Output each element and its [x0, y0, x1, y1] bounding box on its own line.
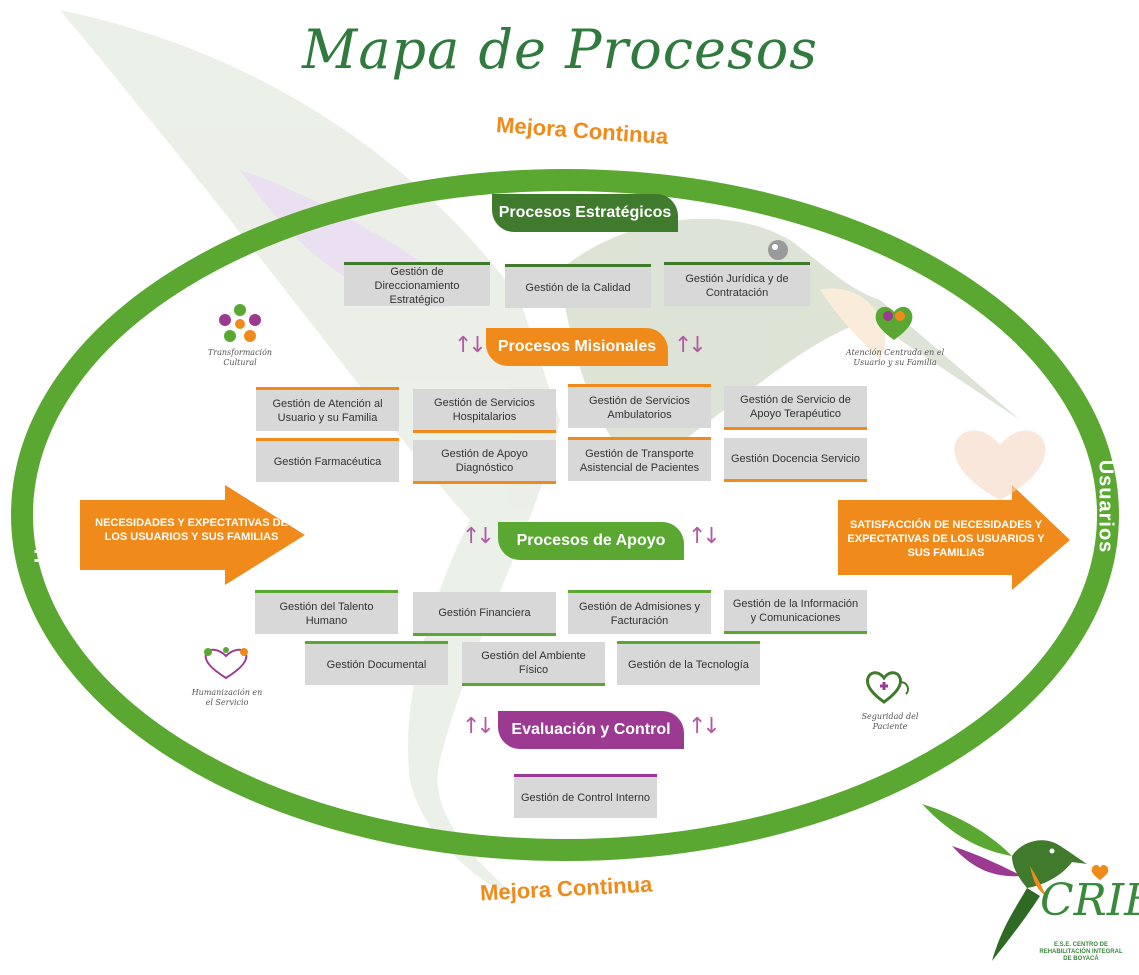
page-title: Mapa de Procesos — [302, 18, 818, 81]
input-arrow-text: NECESIDADES Y EXPECTATIVAS DE LOS USUARI… — [95, 517, 288, 543]
box-apoyo-terapeutico: Gestión de Servicio de Apoyo Terapéutico — [724, 386, 867, 430]
header-procesos-apoyo: Procesos de Apoyo — [498, 522, 684, 560]
box-servicios-ambulatorios: Gestión de Servicios Ambulatorios — [568, 384, 711, 428]
logo-caption-bottom-right: Seguridad del Paciente — [861, 712, 919, 731]
header-procesos-estrategicos: Procesos Estratégicos — [492, 194, 678, 232]
updown-arrows-misionales-right: ↑↓ — [674, 333, 707, 358]
box-admisiones-facturacion: Gestión de Admisiones y Facturación — [568, 590, 711, 634]
logo-caption-top-right: Atención Centrada en el Usuario y su Fam… — [845, 348, 945, 367]
header-procesos-misionales: Procesos Misionales — [486, 328, 668, 366]
hummingbird-brand-icon — [922, 804, 1109, 961]
box-calidad: Gestión de la Calidad — [505, 264, 651, 308]
logo-caption-bottom-left: Humanización en el Servicio — [191, 688, 263, 707]
box-servicios-hospitalarios: Gestión de Servicios Hospitalarios — [413, 389, 556, 433]
header-evaluacion-control: Evaluación y Control — [498, 711, 684, 749]
box-docencia-servicio: Gestión Docencia Servicio — [724, 438, 867, 482]
logo-caption-top-left: Transformación Cultural — [207, 348, 273, 367]
box-documental: Gestión Documental — [305, 641, 448, 685]
flower-logo-icon — [219, 304, 261, 342]
box-informacion-comunicaciones: Gestión de la Información y Comunicacion… — [724, 590, 867, 634]
usuarios-left-label: Usuarios — [31, 469, 54, 564]
box-direccionamiento: Gestión de Direccionamiento Estratégico — [344, 262, 490, 306]
brand-name: CRIB — [1040, 875, 1139, 926]
output-arrow-text: SATISFACCIÓN DE NECESIDADES Y EXPECTATIV… — [847, 519, 1045, 559]
usuarios-right-label: Usuarios — [1094, 459, 1117, 554]
box-transporte-asistencial: Gestión de Transporte Asistencial de Pac… — [568, 437, 711, 481]
box-control-interno: Gestión de Control Interno — [514, 774, 657, 818]
box-talento-humano: Gestión del Talento Humano — [255, 590, 398, 634]
box-financiera: Gestión Financiera — [413, 592, 556, 636]
updown-arrows-apoyo-right: ↑↓ — [688, 524, 721, 549]
updown-arrows-apoyo-left: ↑↓ — [462, 524, 495, 549]
box-juridica: Gestión Jurídica y de Contratación — [664, 262, 810, 306]
box-farmaceutica: Gestión Farmacéutica — [256, 438, 399, 482]
box-atencion-usuario: Gestión de Atención al Usuario y su Fami… — [256, 387, 399, 431]
box-ambiente-fisico: Gestión del Ambiente Físico — [462, 642, 605, 686]
tree-heart-logo-icon — [204, 647, 248, 680]
updown-arrows-evaluacion-right: ↑↓ — [688, 714, 721, 739]
box-apoyo-diagnostico: Gestión de Apoyo Diagnóstico — [413, 440, 556, 484]
updown-arrows-misionales-left: ↑↓ — [454, 333, 487, 358]
heart-stethoscope-logo-icon — [866, 671, 909, 704]
heart-people-logo-icon — [875, 306, 913, 340]
box-tecnologia: Gestión de la Tecnología — [617, 641, 760, 685]
brand-subtitle: E.S.E. CENTRO DE REHABILITACIÓN INTEGRAL… — [1039, 942, 1123, 962]
updown-arrows-evaluacion-left: ↑↓ — [462, 714, 495, 739]
